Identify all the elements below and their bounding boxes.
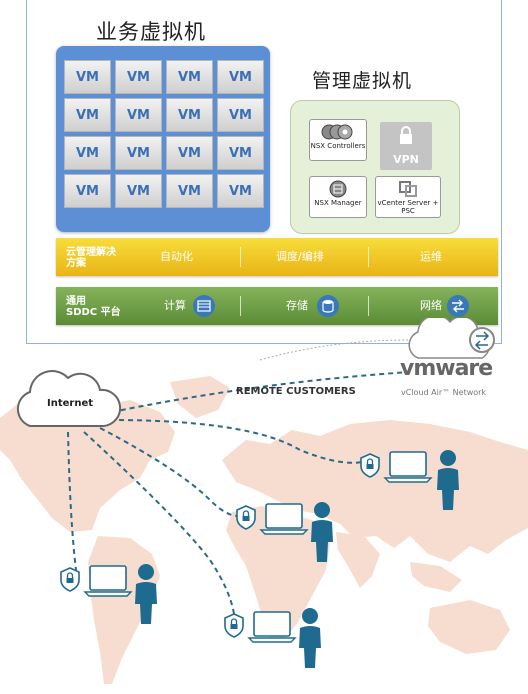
compute-icon <box>193 295 215 317</box>
laptop-icon <box>248 611 296 643</box>
nsx-manager-label: NSX Manager <box>314 199 362 207</box>
vm-cell: VM <box>166 60 213 94</box>
internet-label: Internet <box>47 398 94 409</box>
gears-icon <box>321 124 353 140</box>
network-label: 网络 <box>420 299 442 312</box>
divider <box>368 296 369 316</box>
vm-cell: VM <box>217 174 264 208</box>
link-internet-south <box>83 431 235 615</box>
vcenter-icon <box>399 181 417 197</box>
storage-label: 存储 <box>286 299 308 312</box>
business-vm-panel: VM VM VM VM VM VM VM VM VM VM VM VM VM V… <box>56 46 270 232</box>
vmware-logo: vmware <box>400 356 493 381</box>
vmware-cloud-icon <box>408 318 495 359</box>
network-icon <box>447 295 469 317</box>
automation-label: 自动化 <box>160 250 193 263</box>
vpn-label: VPN <box>393 153 419 166</box>
vm-cell: VM <box>217 136 264 170</box>
link-internet-vmware <box>111 371 411 413</box>
vcenter-box: vCenter Server + PSC <box>375 176 441 218</box>
person-icon <box>311 502 333 562</box>
operations-label: 运维 <box>420 250 442 263</box>
remote-customers-label: REMOTE CUSTOMERS <box>236 386 356 397</box>
person-icon <box>299 608 321 668</box>
cloud-management-title: 云管理解决 方案 <box>66 247 116 269</box>
vm-cell: VM <box>64 136 111 170</box>
vm-cell: VM <box>115 136 162 170</box>
map-north-america <box>0 398 175 532</box>
customer-west <box>60 564 157 624</box>
storage-icon <box>317 295 339 317</box>
vm-cell: VM <box>115 98 162 132</box>
sddc-title-line1: 通用 <box>66 296 86 307</box>
customer-south <box>224 608 321 668</box>
link-internet-center <box>99 427 239 517</box>
map-africa <box>226 506 330 640</box>
sddc-title-line2: SDDC 平台 <box>66 307 121 318</box>
vm-cell: VM <box>64 98 111 132</box>
shield-lock-icon <box>60 567 80 592</box>
person-icon <box>135 564 157 624</box>
vm-grid: VM VM VM VM VM VM VM VM VM VM VM VM VM V… <box>64 60 264 208</box>
sddc-title: 通用 SDDC 平台 <box>66 296 121 318</box>
manager-icon <box>329 180 347 198</box>
internet-cloud-icon <box>16 370 122 427</box>
vm-cell: VM <box>166 136 213 170</box>
vm-cell: VM <box>217 98 264 132</box>
shield-lock-icon <box>236 505 256 530</box>
map-australia <box>428 600 510 654</box>
cloud-management-bar: 云管理解决 方案 自动化 调度/编排 运维 <box>56 238 498 276</box>
vcloud-air-label: vCloud Air™ Network <box>401 388 487 397</box>
map-india <box>336 532 380 588</box>
link-internet-east <box>109 419 363 464</box>
map-southeast-asia <box>410 562 462 592</box>
divider <box>240 296 241 316</box>
customer-east <box>360 450 459 510</box>
vpn-box: VPN <box>380 122 432 170</box>
lock-icon <box>400 126 412 144</box>
compute-label: 计算 <box>164 299 186 312</box>
shield-lock-icon <box>360 453 380 478</box>
customer-center <box>236 502 333 562</box>
divider <box>240 247 241 267</box>
link-internet-west <box>67 431 77 571</box>
vm-cell: VM <box>115 174 162 208</box>
laptop-icon <box>84 565 132 597</box>
nsx-controllers-label: NSX Controllers <box>310 142 366 150</box>
vm-cell: VM <box>115 60 162 94</box>
cloud-management-title-line2: 方案 <box>66 258 86 269</box>
nsx-manager-box: NSX Manager <box>309 176 367 218</box>
vm-cell: VM <box>166 174 213 208</box>
nsx-controllers-box: NSX Controllers <box>309 119 367 161</box>
map-greenland <box>170 376 230 418</box>
vm-cell: VM <box>64 60 111 94</box>
orchestration-label: 调度/编排 <box>276 250 324 263</box>
shield-lock-icon <box>224 613 244 638</box>
laptop-icon <box>260 503 308 535</box>
link-vmware-frame <box>259 339 411 361</box>
management-vm-title: 管理虚拟机 <box>312 70 413 92</box>
vm-cell: VM <box>217 60 264 94</box>
person-icon <box>437 450 459 510</box>
vm-cell: VM <box>64 174 111 208</box>
laptop-icon <box>384 451 432 483</box>
divider <box>368 247 369 267</box>
vcenter-label: vCenter Server + PSC <box>377 199 439 215</box>
business-vm-title: 业务虚拟机 <box>96 20 206 44</box>
vm-cell: VM <box>166 98 213 132</box>
cloud-management-title-line1: 云管理解决 <box>66 247 116 258</box>
